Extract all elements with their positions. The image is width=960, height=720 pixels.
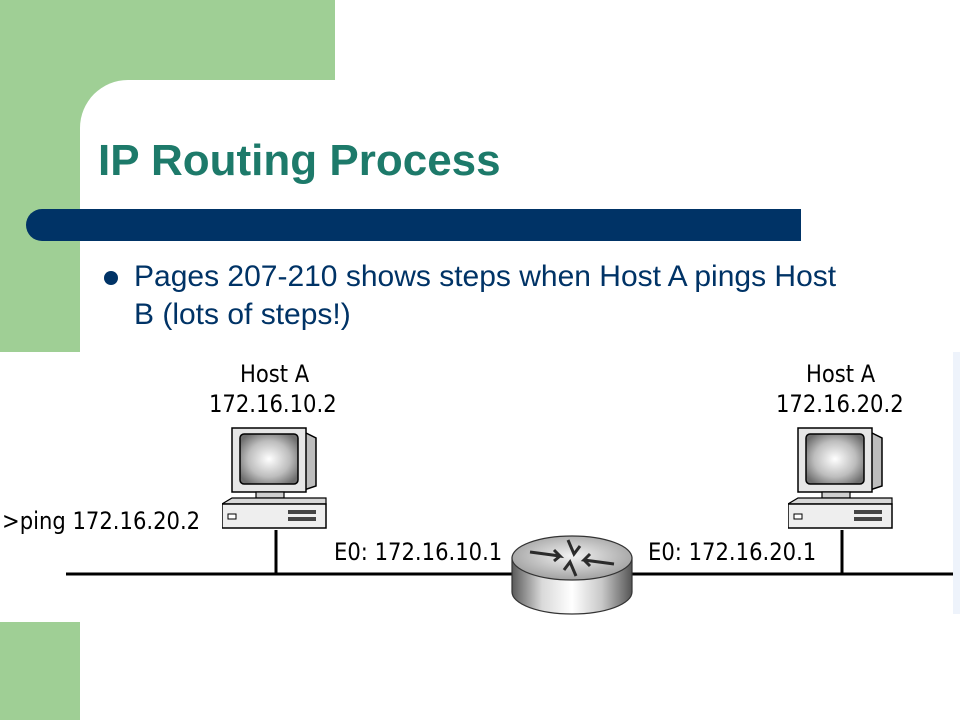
network-wiring — [66, 352, 960, 614]
right-host-name: Host A — [806, 360, 876, 388]
scan-edge — [953, 352, 960, 614]
router-icon — [511, 535, 633, 615]
router-left-interface: E0: 172.16.10.1 — [334, 538, 503, 566]
router-right-interface: E0: 172.16.20.1 — [648, 538, 817, 566]
green-accent-block-bottom — [0, 620, 80, 720]
left-host-ip: 172.16.10.2 — [209, 390, 337, 418]
bullet-dot — [104, 271, 118, 285]
right-host-ip: 172.16.20.2 — [776, 390, 904, 418]
network-diagram: Host A 172.16.10.2 Host A 172.16.20.2 >p… — [0, 352, 960, 622]
computer-icon — [222, 427, 327, 529]
ping-command: >ping 172.16.20.2 — [2, 507, 201, 535]
slide-title: IP Routing Process — [98, 136, 501, 185]
computer-icon — [788, 427, 893, 529]
left-host-name: Host A — [240, 360, 310, 388]
bullet-text: Pages 207-210 shows steps when Host A pi… — [134, 260, 837, 331]
title-underline-bar — [26, 209, 801, 241]
